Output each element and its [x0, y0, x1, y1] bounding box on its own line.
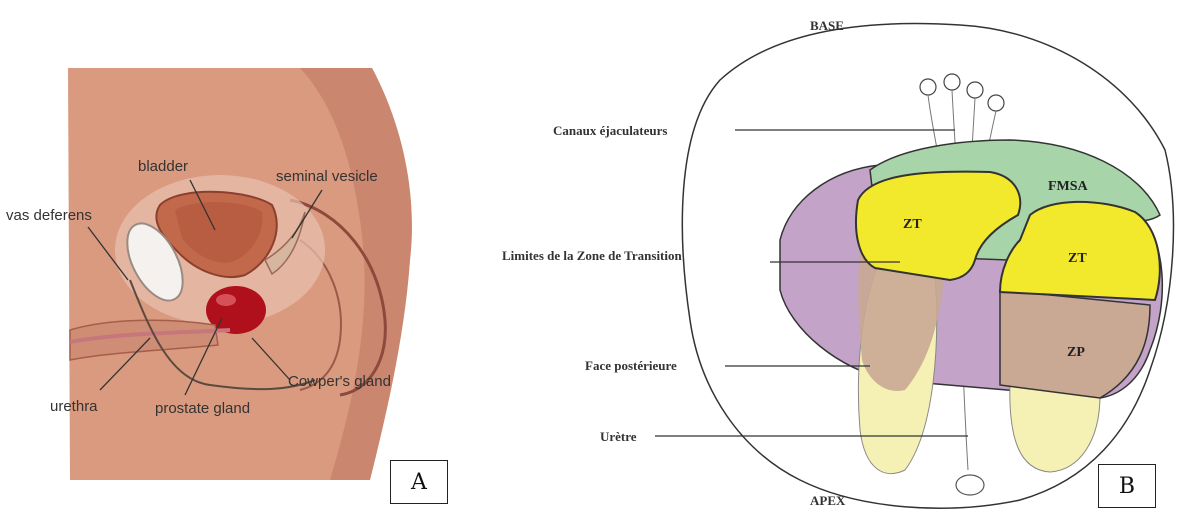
zone-zp-left	[858, 250, 945, 391]
bladder-inner	[175, 201, 263, 263]
prostate-outline	[681, 22, 1175, 509]
label-seminal-vesicle: seminal vesicle	[276, 168, 378, 185]
panel-b-diagram: FMSA ZT ZT ZP BASE APEX Canaux éjaculate…	[502, 18, 1175, 509]
prostate-highlight	[216, 294, 236, 306]
ejaculatory-ducts	[919, 73, 1005, 112]
panel-b-leader-lines	[655, 129, 968, 437]
label-base: BASE	[810, 18, 844, 33]
zone-label-zt-right: ZT	[1068, 251, 1087, 266]
label-ejaculatory-ducts: Canaux éjaculateurs	[553, 123, 667, 138]
vas-deferens-path	[129, 279, 316, 391]
label-prostate-gland: prostate gland	[155, 400, 250, 417]
panel-b-box: B	[1098, 464, 1156, 508]
seminal-vesicle-shape	[264, 211, 306, 276]
urethra-tube	[69, 328, 231, 344]
body-shadow-right	[300, 68, 412, 480]
pubic-bone	[126, 222, 184, 302]
zone-zp-right	[999, 289, 1151, 399]
zone-label-fmsa: FMSA	[1048, 179, 1089, 194]
panel-a-box: A	[390, 460, 448, 504]
panel-a-leader-lines	[87, 179, 323, 396]
zone-zt-left	[854, 170, 1022, 282]
label-bladder: bladder	[138, 158, 188, 175]
label-urethra: urethra	[50, 398, 98, 415]
label-vas-deferens: vas deferens	[6, 207, 92, 224]
zone-pale-right	[1009, 379, 1101, 473]
label-apex: APEX	[810, 493, 846, 508]
zone-zt-right	[998, 200, 1161, 302]
label-cowpers-gland: Cowper's gland	[288, 373, 391, 390]
label-posterior-face: Face postérieure	[585, 358, 677, 373]
label-urethra-b: Urètre	[600, 429, 637, 444]
zone-label-zp: ZP	[1067, 345, 1085, 360]
zone-label-zt-left: ZT	[903, 217, 922, 232]
urethra-opening	[955, 474, 985, 496]
pelvis-contour	[289, 198, 387, 397]
panel-a-illustration: bladder seminal vesicle vas deferens ure…	[6, 68, 412, 480]
label-transition-zone-limits: Limites de la Zone de Transition	[502, 248, 682, 263]
